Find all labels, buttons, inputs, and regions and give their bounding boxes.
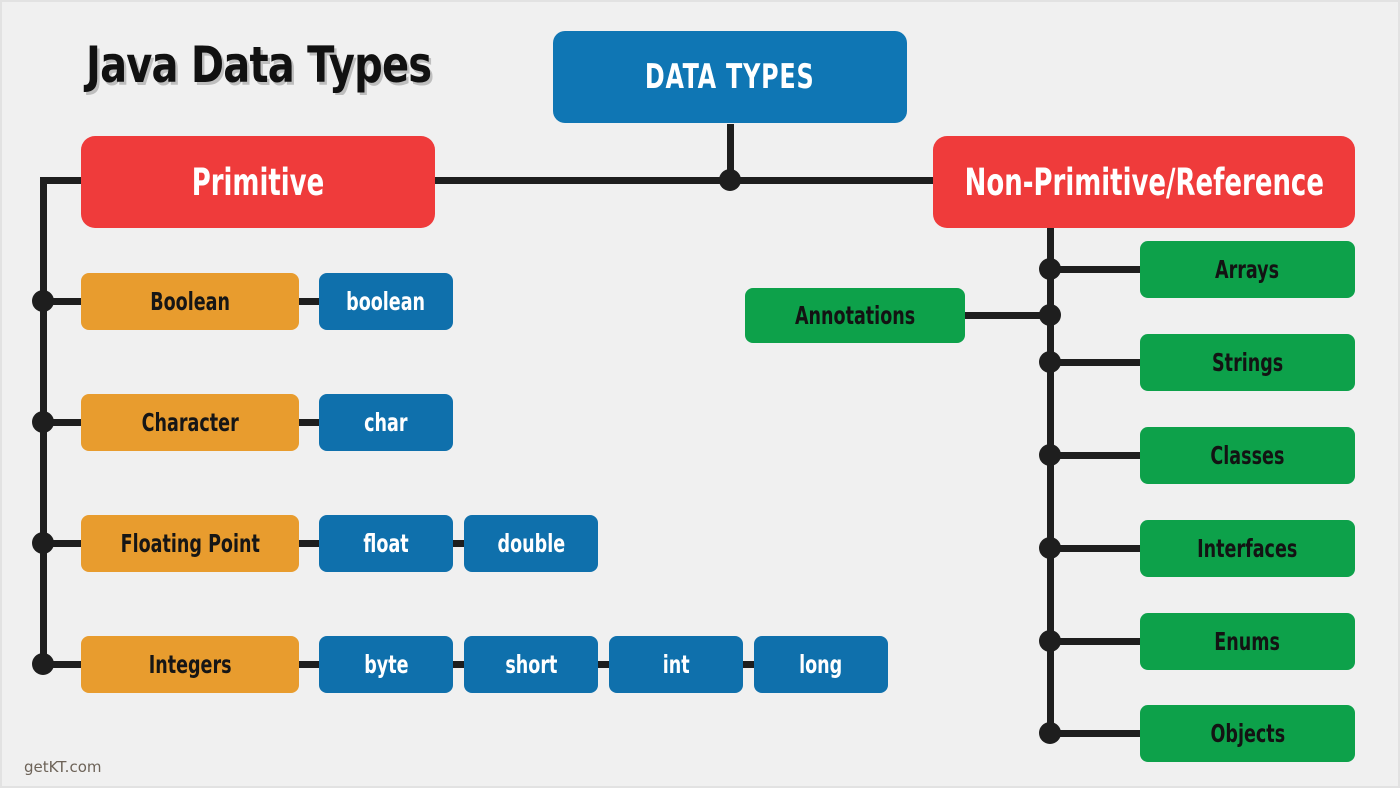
node-ref-interfaces[interactable]: Interfaces (1140, 520, 1355, 577)
connector-floatingpoint-to-type (294, 540, 320, 547)
junction-arrays (1039, 258, 1061, 280)
connector-branch-arrays (1050, 266, 1145, 273)
node-type-long[interactable]: long (754, 636, 888, 693)
node-primitive[interactable]: Primitive (81, 136, 435, 228)
connector-primitive-left-stub (40, 177, 90, 184)
node-non-primitive-reference-label: Non-Primitive/Reference (964, 160, 1324, 204)
node-ref-objects-label: Objects (1210, 719, 1285, 748)
connector-root-stem (727, 124, 734, 184)
node-ref-arrays[interactable]: Arrays (1140, 241, 1355, 298)
connector-branch-classes (1050, 452, 1145, 459)
connector-character-to-type (294, 419, 320, 426)
page-title: Java Data Types (86, 36, 432, 94)
node-ref-arrays-label: Arrays (1215, 255, 1280, 284)
watermark: getKT.com (24, 758, 102, 776)
node-group-boolean-label: Boolean (150, 287, 230, 316)
connector-reference-spine (1047, 224, 1054, 738)
connector-float-double (448, 540, 470, 547)
node-group-character[interactable]: Character (81, 394, 299, 451)
connector-branch-objects (1050, 730, 1145, 737)
node-ref-enums[interactable]: Enums (1140, 613, 1355, 670)
node-type-byte[interactable]: byte (319, 636, 453, 693)
junction-strings (1039, 351, 1061, 373)
node-type-char[interactable]: char (319, 394, 453, 451)
node-type-byte-label: byte (363, 650, 409, 679)
junction-classes (1039, 444, 1061, 466)
node-type-short[interactable]: short (464, 636, 598, 693)
node-group-floating-point[interactable]: Floating Point (81, 515, 299, 572)
connector-boolean-to-type (294, 298, 320, 305)
node-type-float[interactable]: float (319, 515, 453, 572)
connector-branch-interfaces (1050, 545, 1145, 552)
node-ref-classes[interactable]: Classes (1140, 427, 1355, 484)
node-type-int-label: int (662, 650, 690, 679)
node-ref-classes-label: Classes (1210, 441, 1285, 470)
junction-character (32, 411, 54, 433)
junction-objects (1039, 722, 1061, 744)
junction-floating-point (32, 532, 54, 554)
connector-short-int (593, 661, 615, 668)
node-ref-strings-label: Strings (1211, 348, 1284, 377)
node-group-boolean[interactable]: Boolean (81, 273, 299, 330)
node-ref-annotations-label: Annotations (794, 301, 916, 330)
connector-byte-short (448, 661, 470, 668)
node-type-float-label: float (363, 529, 409, 558)
node-type-char-label: char (364, 408, 408, 437)
junction-enums (1039, 630, 1061, 652)
node-type-short-label: short (504, 650, 558, 679)
connector-main-trunk (422, 177, 947, 184)
node-type-boolean[interactable]: boolean (319, 273, 453, 330)
node-type-double[interactable]: double (464, 515, 598, 572)
connector-integers-to-type (294, 661, 320, 668)
connector-branch-strings (1050, 359, 1145, 366)
node-type-double-label: double (497, 529, 565, 558)
node-ref-objects[interactable]: Objects (1140, 705, 1355, 762)
node-ref-interfaces-label: Interfaces (1197, 534, 1298, 563)
connector-branch-annotations (960, 312, 1052, 319)
node-type-int[interactable]: int (609, 636, 743, 693)
connector-int-long (738, 661, 760, 668)
node-type-long-label: long (799, 650, 843, 679)
junction-root (719, 169, 741, 191)
junction-boolean (32, 290, 54, 312)
node-ref-strings[interactable]: Strings (1140, 334, 1355, 391)
node-ref-annotations[interactable]: Annotations (745, 288, 965, 343)
node-group-character-label: Character (141, 408, 239, 437)
junction-interfaces (1039, 537, 1061, 559)
node-group-integers[interactable]: Integers (81, 636, 299, 693)
node-data-types-label: DATA TYPES (645, 57, 815, 97)
node-ref-enums-label: Enums (1214, 627, 1281, 656)
node-non-primitive-reference[interactable]: Non-Primitive/Reference (933, 136, 1355, 228)
node-group-floating-point-label: Floating Point (120, 529, 260, 558)
node-type-boolean-label: boolean (346, 287, 426, 316)
connector-branch-character (43, 419, 87, 426)
node-data-types[interactable]: DATA TYPES (553, 31, 907, 123)
junction-integers (32, 653, 54, 675)
junction-annotations (1039, 304, 1061, 326)
connector-branch-integers (43, 661, 87, 668)
node-group-integers-label: Integers (148, 650, 232, 679)
connector-branch-boolean (43, 298, 87, 305)
node-primitive-label: Primitive (191, 160, 325, 204)
connector-branch-enums (1050, 638, 1145, 645)
connector-branch-floating-point (43, 540, 87, 547)
